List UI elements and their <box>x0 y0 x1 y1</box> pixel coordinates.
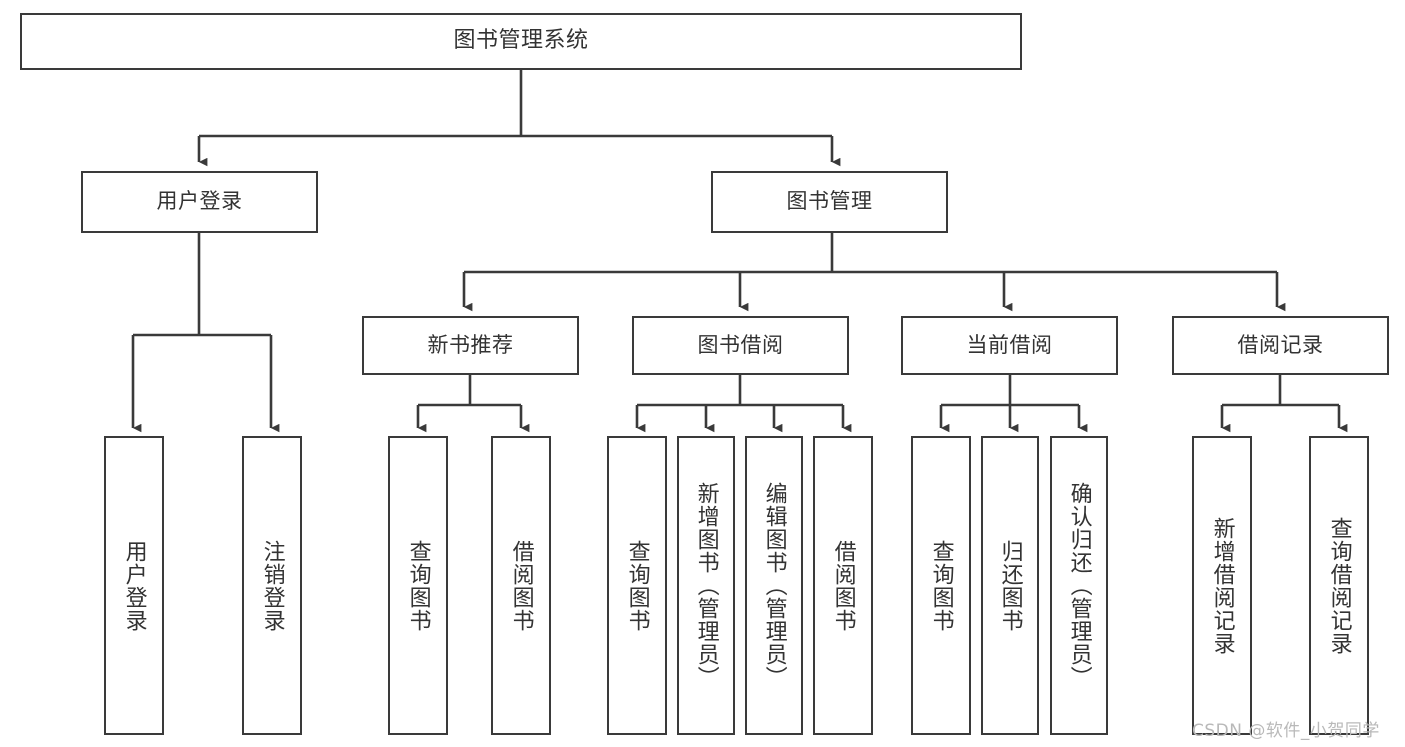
node-leaf-query-book-current[interactable]: 查询图书 <box>911 436 971 735</box>
node-label: 借阅图书 <box>830 539 856 632</box>
node-label: 用户登录 <box>156 189 243 214</box>
node-label: 编辑图书（管理员） <box>761 482 787 689</box>
node-label: 注销登录 <box>259 539 285 632</box>
node-label: 确认归还（管理员） <box>1066 482 1092 689</box>
node-leaf-query-book-recommend[interactable]: 查询图书 <box>388 436 448 735</box>
node-leaf-add-book[interactable]: 新增图书（管理员） <box>677 436 735 735</box>
node-label: 查询图书 <box>928 539 954 632</box>
node-label: 图书管理 <box>786 189 873 214</box>
node-label: 新书推荐 <box>427 332 514 357</box>
node-leaf-query-borrow-record[interactable]: 查询借阅记录 <box>1309 436 1369 735</box>
node-label: 查询图书 <box>624 539 650 632</box>
node-leaf-add-borrow-record[interactable]: 新增借阅记录 <box>1192 436 1252 735</box>
node-label: 查询借阅记录 <box>1326 516 1352 655</box>
node-label: 用户登录 <box>121 539 147 632</box>
node-label: 当前借阅 <box>966 332 1053 357</box>
node-book-management[interactable]: 图书管理 <box>711 171 948 233</box>
node-leaf-query-book-borrow[interactable]: 查询图书 <box>607 436 667 735</box>
node-book-borrow[interactable]: 图书借阅 <box>632 316 849 375</box>
node-label: 新增图书（管理员） <box>693 482 719 689</box>
node-label: 借阅图书 <box>508 539 534 632</box>
node-leaf-user-logout[interactable]: 注销登录 <box>242 436 302 735</box>
node-label: 查询图书 <box>405 539 431 632</box>
node-label: 新增借阅记录 <box>1209 516 1235 655</box>
node-user-login[interactable]: 用户登录 <box>81 171 318 233</box>
node-leaf-borrow-book-recommend[interactable]: 借阅图书 <box>491 436 551 735</box>
node-leaf-confirm-return[interactable]: 确认归还（管理员） <box>1050 436 1108 735</box>
node-new-book-recommend[interactable]: 新书推荐 <box>362 316 579 375</box>
node-label: 借阅记录 <box>1237 332 1324 357</box>
node-borrow-record[interactable]: 借阅记录 <box>1172 316 1389 375</box>
node-leaf-borrow-book[interactable]: 借阅图书 <box>813 436 873 735</box>
node-root-book-management-system[interactable]: 图书管理系统 <box>20 13 1022 70</box>
node-label: 图书管理系统 <box>453 28 589 54</box>
node-leaf-edit-book[interactable]: 编辑图书（管理员） <box>745 436 803 735</box>
node-label: 图书借阅 <box>697 332 784 357</box>
node-leaf-return-book[interactable]: 归还图书 <box>981 436 1039 735</box>
node-label: 归还图书 <box>997 539 1023 632</box>
csdn-watermark: CSDN @软件_小贺同学 <box>1192 721 1380 741</box>
node-leaf-user-login[interactable]: 用户登录 <box>104 436 164 735</box>
node-current-borrow[interactable]: 当前借阅 <box>901 316 1118 375</box>
